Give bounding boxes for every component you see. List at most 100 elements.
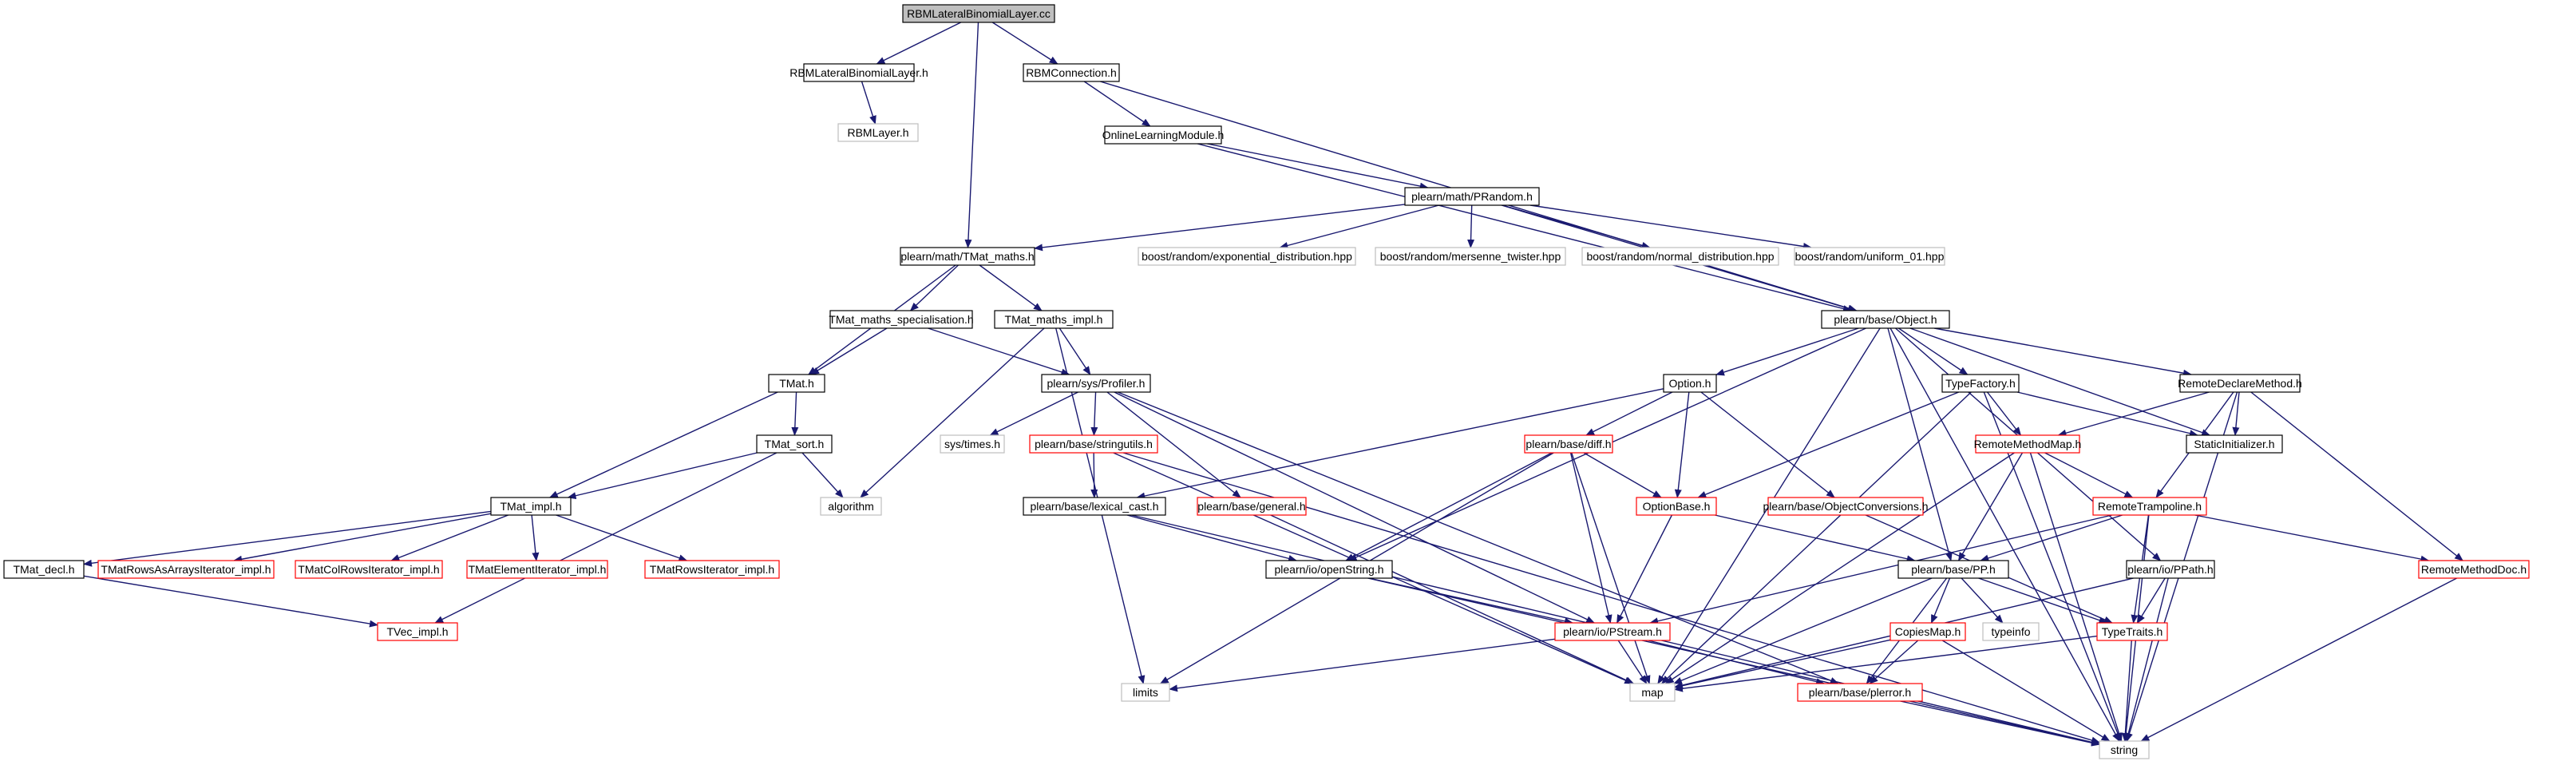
node-staticinitializer-h[interactable]: StaticInitializer.h bbox=[2186, 434, 2283, 454]
node-tmat-decl-h[interactable]: TMat_decl.h bbox=[3, 560, 85, 579]
node-plearn-io-ppath-h[interactable]: plearn/io/PPath.h bbox=[2126, 560, 2215, 579]
edge-copiesmap-to-string bbox=[1941, 640, 2111, 742]
node-label: plearn/sys/Profiler.h bbox=[1047, 377, 1146, 390]
node-label: RemoteMethodMap.h bbox=[1974, 438, 2082, 450]
node-label: TMat_sort.h bbox=[765, 438, 825, 450]
node-remotemethodmap-h[interactable]: RemoteMethodMap.h bbox=[1974, 434, 2082, 454]
node-tmatrowsiterator-impl-h[interactable]: TMatRowsIterator_impl.h bbox=[644, 560, 780, 579]
node-remotemethoddoc-h[interactable]: RemoteMethodDoc.h bbox=[2418, 560, 2530, 579]
node-sys-times-h: sys/times.h bbox=[940, 434, 1005, 454]
edge-option-to-lexcast bbox=[1136, 388, 1664, 500]
node-box bbox=[1663, 374, 1717, 393]
edge-tmatdecl-to-tvecimpl bbox=[83, 575, 378, 628]
node-box bbox=[377, 622, 458, 641]
node-box bbox=[1104, 125, 1222, 145]
node-label: map bbox=[1641, 686, 1663, 699]
node-label: RemoteDeclareMethod.h bbox=[2178, 377, 2302, 390]
edge-ppath-to-typetraits bbox=[2137, 577, 2166, 624]
node-label: plearn/base/Object.h bbox=[1834, 313, 1937, 326]
edge-tms-to-tmat bbox=[810, 327, 888, 375]
node-rbmlateralbinomiallayer-h[interactable]: RBMLateralBinomialLayer.h bbox=[789, 63, 928, 82]
node-typetraits-h[interactable]: TypeTraits.h bbox=[2096, 622, 2168, 641]
node-tmatelementiterator-impl-h[interactable]: TMatElementIterator_impl.h bbox=[466, 560, 608, 579]
node-label: RBMLateralBinomialLayer.h bbox=[789, 66, 928, 79]
node-label: plearn/base/ObjectConversions.h bbox=[1763, 500, 1928, 513]
node-tvec-impl-h[interactable]: TVec_impl.h bbox=[377, 622, 458, 641]
node-plearn-io-openstring-h[interactable]: plearn/io/openString.h bbox=[1265, 560, 1393, 579]
edge-profiler-to-pstream bbox=[1114, 391, 1596, 624]
node-tmatcolrowsiterator-impl-h[interactable]: TMatColRowsIterator_impl.h bbox=[295, 560, 443, 579]
node-plearn-base-objectconversions-h[interactable]: plearn/base/ObjectConversions.h bbox=[1763, 497, 1929, 516]
node-plearn-base-lexical-cast-h[interactable]: plearn/base/lexical_cast.h bbox=[1023, 497, 1166, 516]
node-label: sys/times.h bbox=[944, 438, 1000, 450]
node-rbmlateralbinomiallayer-cc[interactable]: RBMLateralBinomialLayer.cc bbox=[902, 4, 1055, 23]
node-option-h[interactable]: Option.h bbox=[1663, 374, 1717, 393]
node-rbmconnection-h[interactable]: RBMConnection.h bbox=[1023, 63, 1120, 82]
node-tmat-maths-specialisation-h[interactable]: TMat_maths_specialisation.h bbox=[829, 310, 974, 329]
edge-optionbase-to-pp bbox=[1715, 514, 1916, 563]
edge-object-to-option bbox=[1715, 327, 1859, 376]
node-plearn-base-pp-h[interactable]: plearn/base/PP.h bbox=[1897, 560, 2009, 579]
node-box bbox=[1041, 374, 1151, 393]
edge-rmdoc-to-string bbox=[2140, 577, 2458, 742]
edge-rbmconn-to-olm bbox=[1083, 81, 1151, 127]
node-plearn-math-prandom-h[interactable]: plearn/math/PRandom.h bbox=[1404, 187, 1540, 206]
node-typefactory-h[interactable]: TypeFactory.h bbox=[1941, 374, 2020, 393]
node-onlinelearningmodule-h[interactable]: OnlineLearningModule.h bbox=[1102, 125, 1225, 145]
edge-diff-to-optionbase bbox=[1583, 452, 1662, 498]
node-box bbox=[1581, 247, 1779, 266]
node-label: plearn/io/PPath.h bbox=[2127, 563, 2213, 576]
node-string: string bbox=[2099, 740, 2150, 759]
node-label: Option.h bbox=[1669, 377, 1711, 390]
node-label: TMatRowsAsArraysIterator_impl.h bbox=[101, 563, 271, 576]
node-box bbox=[1767, 497, 1924, 516]
node-plearn-base-plerror-h[interactable]: plearn/base/plerror.h bbox=[1797, 683, 1923, 702]
node-label: plearn/math/PRandom.h bbox=[1411, 190, 1533, 203]
node-tmat-sort-h[interactable]: TMat_sort.h bbox=[756, 434, 833, 454]
edge-option-to-optionbase bbox=[1674, 391, 1690, 498]
node-label: TMat.h bbox=[779, 377, 814, 390]
node-box bbox=[803, 63, 915, 82]
edge-typefactory-to-optionbase bbox=[1697, 391, 1960, 498]
node-box bbox=[644, 560, 780, 579]
node-box bbox=[1375, 247, 1566, 266]
node-label: TypeTraits.h bbox=[2102, 625, 2163, 638]
edge-pp-to-map bbox=[1673, 577, 1933, 684]
node-box bbox=[900, 247, 1035, 266]
edge-tmatmaths-to-tmi bbox=[979, 264, 1043, 311]
edge-tmi-to-algorithm bbox=[860, 327, 1045, 498]
node-label: RBMConnection.h bbox=[1026, 66, 1117, 79]
edge-pstream-to-plerror bbox=[1648, 640, 1826, 685]
node-copiesmap-h[interactable]: CopiesMap.h bbox=[1889, 622, 1966, 641]
node-tmat-h[interactable]: TMat.h bbox=[768, 374, 825, 393]
node-plearn-io-pstream-h[interactable]: plearn/io/PStream.h bbox=[1554, 622, 1671, 641]
edge-object-to-rdm bbox=[1933, 327, 2192, 377]
node-remotedeclaremethod-h[interactable]: RemoteDeclareMethod.h bbox=[2178, 374, 2302, 393]
edge-olm-to-prandom bbox=[1207, 143, 1429, 190]
edge-typefactory-to-staticinit bbox=[2016, 391, 2198, 438]
edge-pstream-to-map bbox=[1617, 640, 1648, 684]
node-box bbox=[466, 560, 608, 579]
node-optionbase-h[interactable]: OptionBase.h bbox=[1636, 497, 1717, 516]
node-plearn-base-object-h[interactable]: plearn/base/Object.h bbox=[1821, 310, 1950, 329]
node-plearn-math-tmat-maths-h[interactable]: plearn/math/TMat_maths.h bbox=[900, 247, 1035, 266]
edge-profiler-to-stringutils bbox=[1090, 391, 1098, 436]
node-label: string bbox=[2111, 743, 2138, 756]
node-plearn-base-stringutils-h[interactable]: plearn/base/stringutils.h bbox=[1029, 434, 1158, 454]
node-box bbox=[2418, 560, 2530, 579]
node-label: plearn/base/lexical_cast.h bbox=[1030, 500, 1158, 513]
edge-lexcast-to-openstring bbox=[1126, 514, 1298, 562]
node-plearn-sys-profiler-h[interactable]: plearn/sys/Profiler.h bbox=[1041, 374, 1151, 393]
node-box bbox=[1265, 560, 1393, 579]
node-tmat-impl-h[interactable]: TMat_impl.h bbox=[490, 497, 572, 516]
node-plearn-base-diff-h[interactable]: plearn/base/diff.h bbox=[1524, 434, 1613, 454]
edge-object-to-typefactory bbox=[1897, 327, 1969, 375]
edge-tms-to-profiler bbox=[928, 327, 1070, 376]
node-plearn-base-general-h[interactable]: plearn/base/general.h bbox=[1197, 497, 1307, 516]
node-tmatrowsasarraysiterator-impl-h[interactable]: TMatRowsAsArraysIterator_impl.h bbox=[97, 560, 275, 579]
edge-rbmlbl_h-to-rbmlayer bbox=[861, 81, 876, 125]
node-box bbox=[2179, 374, 2301, 393]
node-typeinfo: typeinfo bbox=[1982, 622, 2040, 641]
node-remotetrampoline-h[interactable]: RemoteTrampoline.h bbox=[2092, 497, 2207, 516]
node-tmat-maths-impl-h[interactable]: TMat_maths_impl.h bbox=[994, 310, 1114, 329]
